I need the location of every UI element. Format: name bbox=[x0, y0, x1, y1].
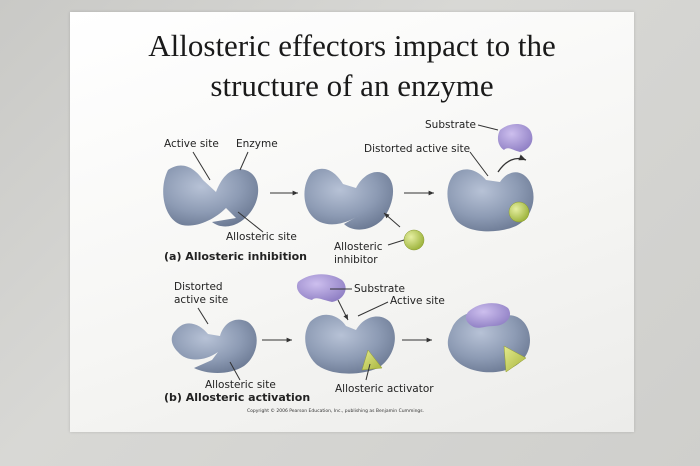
label-allosteric-site-a: Allosteric site bbox=[226, 231, 297, 243]
enzyme-b1 bbox=[171, 319, 257, 373]
enzyme-a2 bbox=[304, 168, 394, 230]
bound-inhibitor bbox=[508, 201, 530, 223]
label-allosteric-activator: Allosteric activator bbox=[335, 383, 434, 395]
substrate-bound-b bbox=[465, 303, 511, 328]
pointer-allosteric-site-a bbox=[237, 211, 264, 233]
pointer-distorted-b bbox=[197, 307, 209, 325]
arrow-inhibitor-binding bbox=[383, 212, 401, 228]
title-line-1: Allosteric effectors impact to the bbox=[148, 28, 556, 63]
pointer-enzyme-a bbox=[239, 151, 249, 171]
allosteric-activator bbox=[361, 349, 383, 371]
bound-activator bbox=[503, 345, 527, 373]
label-active-site-a: Active site bbox=[164, 138, 219, 150]
label-distorted-b-2: active site bbox=[174, 294, 228, 306]
enzyme-b2 bbox=[305, 314, 395, 374]
label-active-site-b: Active site bbox=[390, 295, 445, 307]
slide-title: Allosteric effectors impact to the struc… bbox=[70, 26, 634, 106]
label-allosteric-site-b: Allosteric site bbox=[205, 379, 276, 391]
label-allosteric-inhibitor-1: Allosteric bbox=[334, 241, 383, 253]
label-substrate-b: Substrate bbox=[354, 283, 405, 295]
title-line-2: structure of an enzyme bbox=[210, 68, 494, 103]
copyright-text: Copyright © 2006 Pearson Education, Inc.… bbox=[247, 407, 424, 414]
pointer-activator bbox=[365, 363, 371, 381]
pointer-substrate-a bbox=[477, 124, 499, 131]
allosteric-inhibitor bbox=[403, 229, 425, 251]
label-allosteric-inhibitor-2: inhibitor bbox=[334, 254, 378, 266]
pointer-active-site-b bbox=[357, 301, 389, 317]
arrow-substrate-rejected bbox=[497, 154, 527, 173]
pointer-inhibitor bbox=[387, 239, 405, 246]
caption-a: (a) Allosteric inhibition bbox=[164, 250, 307, 263]
label-substrate-a: Substrate bbox=[425, 119, 476, 131]
label-distorted-b-1: Distorted bbox=[174, 281, 223, 293]
pointer-distorted-active-site-a bbox=[469, 151, 489, 177]
label-enzyme-a: Enzyme bbox=[236, 138, 278, 150]
pointer-active-site-a bbox=[192, 151, 211, 181]
caption-b: (b) Allosteric activation bbox=[164, 391, 310, 404]
substrate-a bbox=[497, 124, 533, 152]
pointer-allosteric-site-b bbox=[229, 361, 241, 381]
enzyme-a1 bbox=[163, 165, 259, 227]
label-distorted-active-site-a: Distorted active site bbox=[364, 143, 470, 155]
arrow-substrate-b bbox=[337, 299, 349, 321]
substrate-b bbox=[296, 274, 346, 302]
